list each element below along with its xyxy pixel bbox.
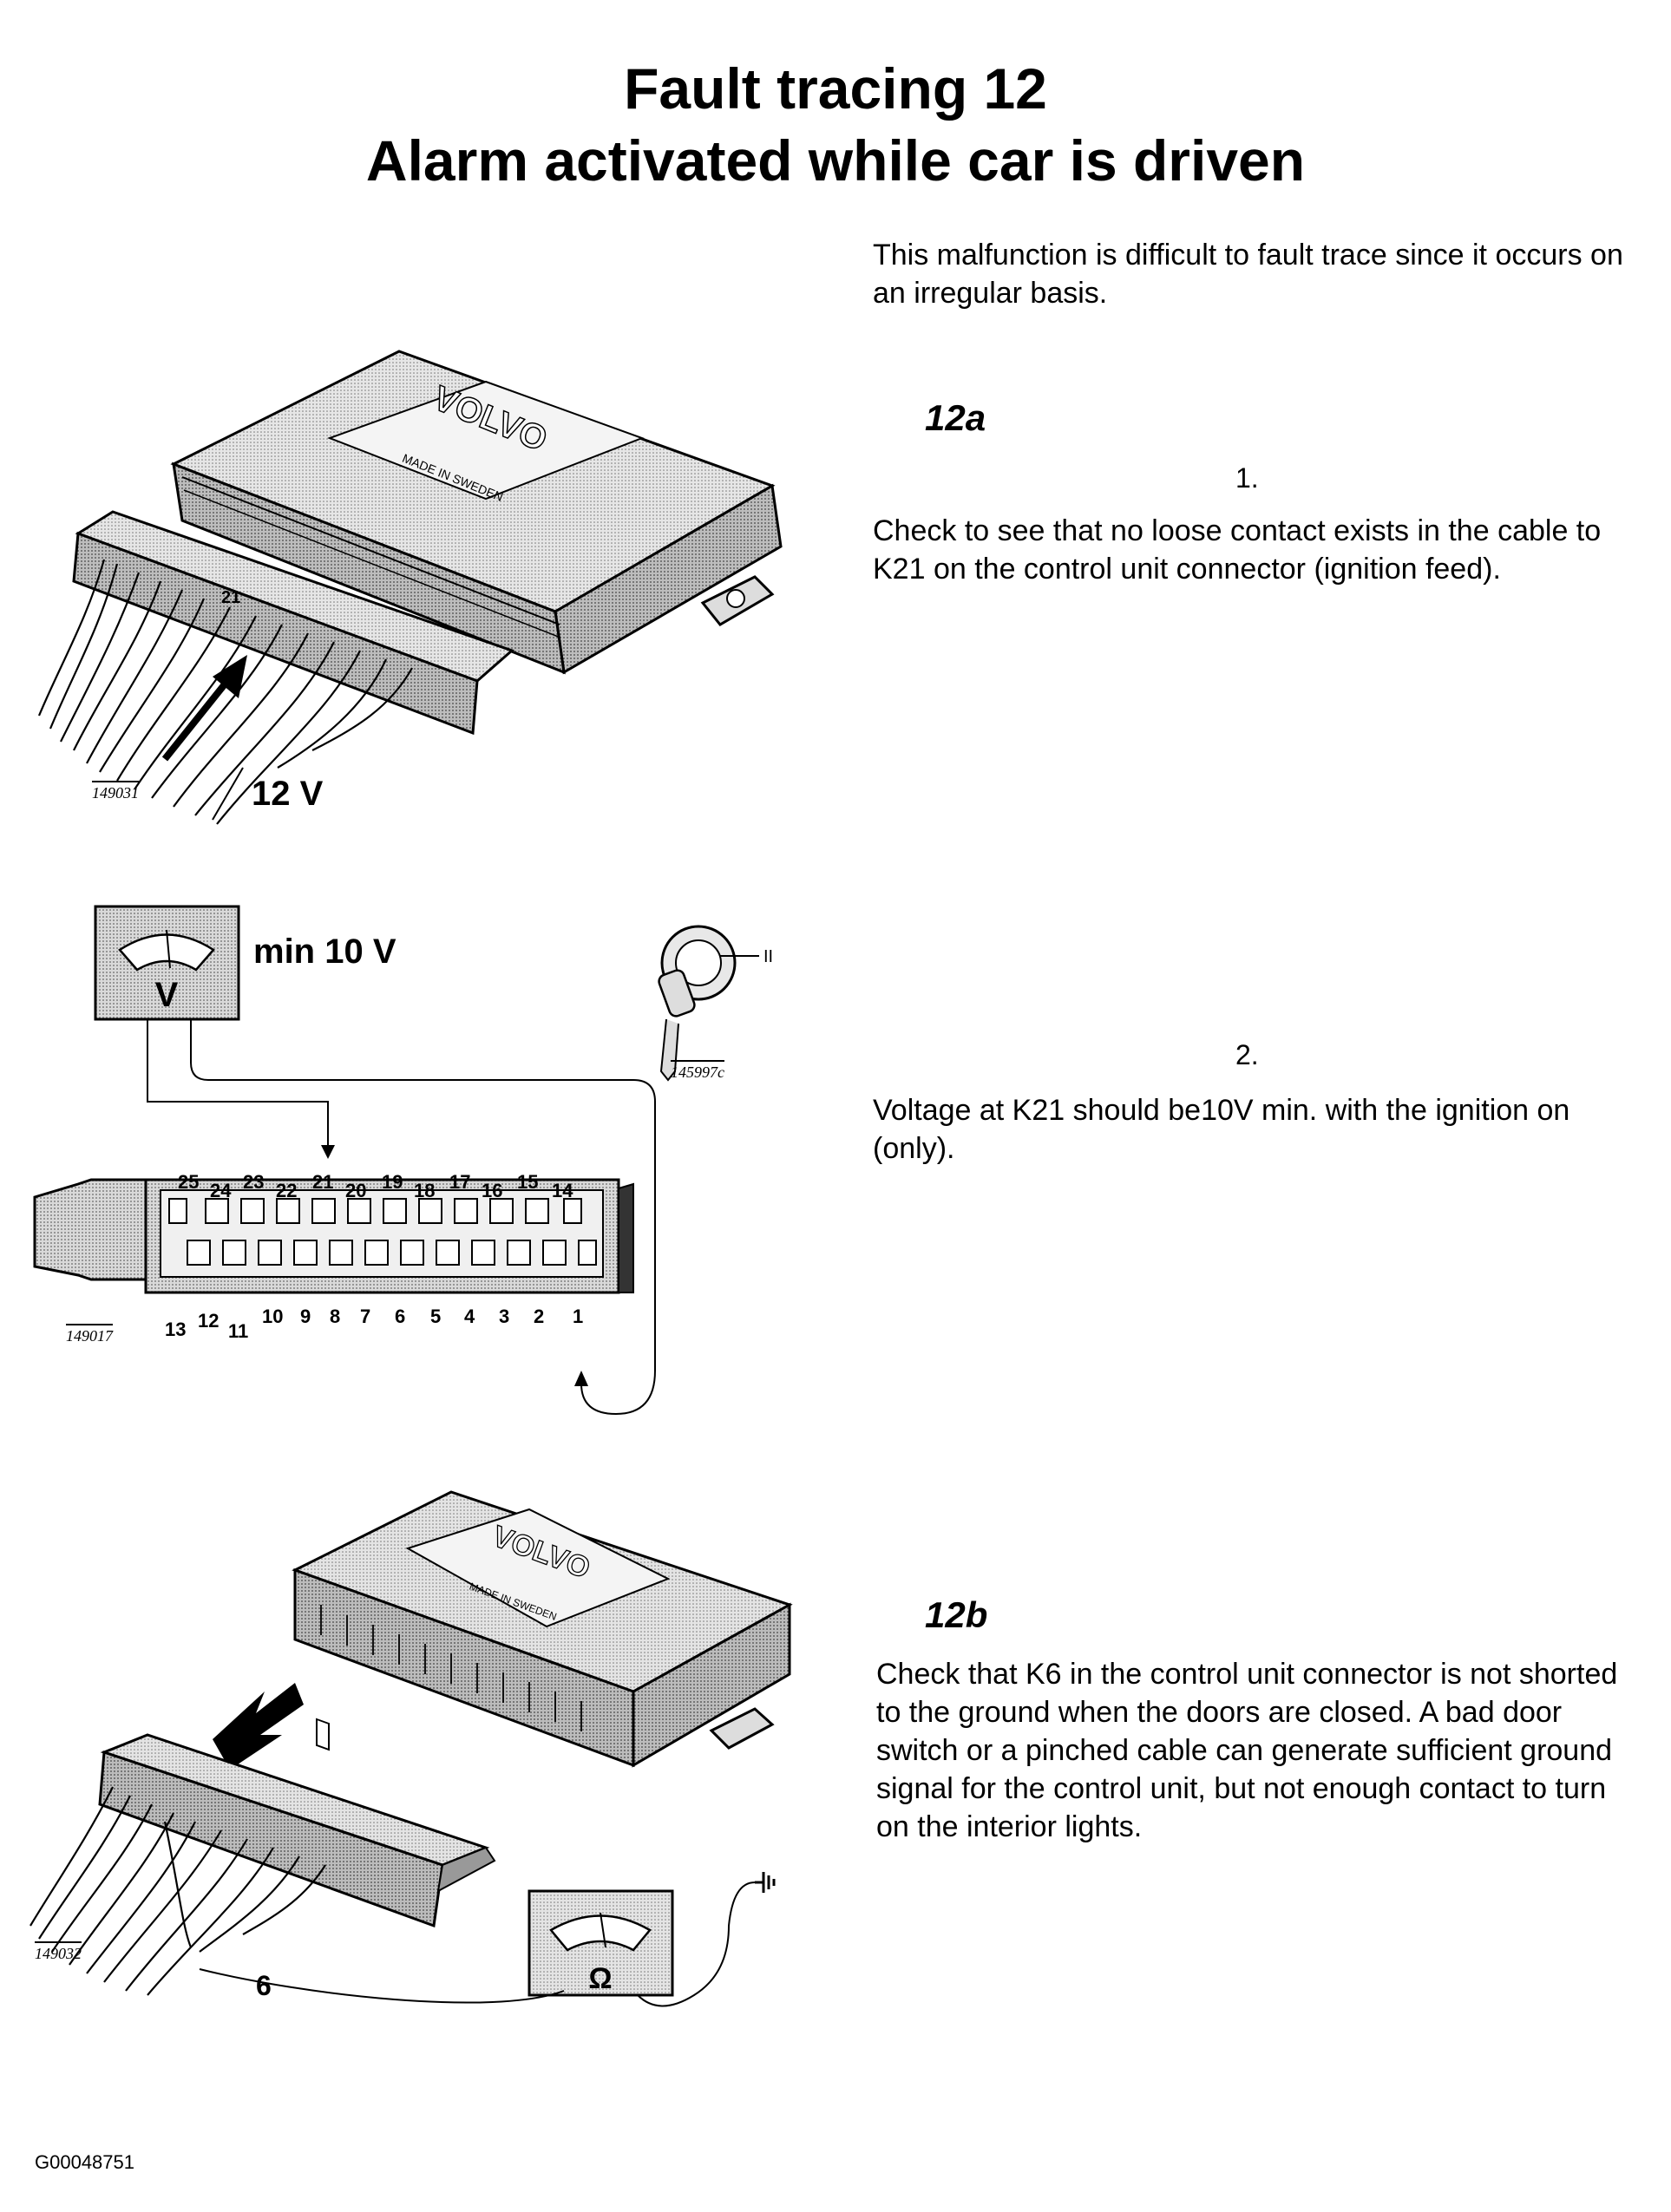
pin-16: 16 bbox=[482, 1180, 502, 1201]
footer-code: G00048751 bbox=[35, 2151, 134, 2173]
ground-symbol-icon bbox=[755, 1872, 776, 1893]
pin-21-label: 21 bbox=[221, 588, 240, 607]
pin-6: 6 bbox=[395, 1306, 405, 1327]
figure-control-unit-k21: VOLVO MADE IN SWEDEN 21 bbox=[37, 350, 783, 825]
section-12a-heading: 12a bbox=[925, 397, 986, 438]
figure-connector-code: 149017 bbox=[66, 1324, 113, 1345]
pin-8: 8 bbox=[330, 1306, 340, 1327]
pin-19: 19 bbox=[382, 1171, 403, 1193]
ohmmeter-symbol: Ω bbox=[588, 1962, 612, 1995]
pin-17: 17 bbox=[449, 1171, 470, 1193]
pin-23: 23 bbox=[243, 1171, 264, 1193]
voltmeter-symbol: V bbox=[155, 976, 179, 1014]
pin-21: 21 bbox=[312, 1171, 333, 1193]
pin-14: 14 bbox=[552, 1180, 573, 1201]
pin-1: 1 bbox=[573, 1306, 583, 1327]
step-2-text: Voltage at K21 should be10V min. with th… bbox=[873, 1094, 1570, 1165]
pin-2: 2 bbox=[534, 1306, 544, 1327]
page-title: Fault tracing 12 bbox=[624, 56, 1047, 121]
page-subtitle: Alarm activated while car is driven bbox=[365, 128, 1306, 193]
pin-15: 15 bbox=[517, 1171, 538, 1193]
pin-12: 12 bbox=[198, 1310, 219, 1332]
pin-5: 5 bbox=[430, 1306, 441, 1327]
pin-4: 4 bbox=[464, 1306, 475, 1327]
pin-11: 11 bbox=[228, 1320, 248, 1342]
pin-9: 9 bbox=[300, 1306, 311, 1327]
section-12b-heading: 12b bbox=[925, 1594, 988, 1635]
pin-7: 7 bbox=[360, 1306, 370, 1327]
figure-3-code: 149032 bbox=[35, 1941, 82, 1963]
pin-10: 10 bbox=[262, 1306, 283, 1327]
pin-22: 22 bbox=[276, 1180, 297, 1201]
figure-voltmeter-connector: V II 25 24 23 22 21 20 19 18 17 16 15 bbox=[33, 905, 773, 1416]
figure-ohmmeter-k6: VOLVO MADE IN SWEDEN Ω 6 bbox=[29, 1490, 793, 2007]
step-2-number: 2. bbox=[1235, 1039, 1259, 1070]
pin-24: 24 bbox=[210, 1180, 232, 1201]
section-12b-text: Check that K6 in the control unit connec… bbox=[876, 1658, 1618, 1843]
figure-switch-code: 145997c bbox=[671, 1060, 724, 1082]
min-10v-label: min 10 V bbox=[253, 933, 396, 971]
pin-18: 18 bbox=[414, 1180, 435, 1201]
step-1-number: 1. bbox=[1235, 462, 1259, 494]
pin-25: 25 bbox=[178, 1171, 199, 1193]
voltage-12v-label: 12 V bbox=[252, 775, 324, 813]
ignition-position-label: II bbox=[763, 947, 773, 966]
pin-3: 3 bbox=[499, 1306, 509, 1327]
pin-13: 13 bbox=[165, 1319, 186, 1340]
intro-text: This malfunction is difficult to fault t… bbox=[873, 239, 1623, 310]
step-1-text: Check to see that no loose contact exist… bbox=[873, 514, 1602, 586]
ignition-key-icon bbox=[658, 925, 759, 1082]
pin-6-label: 6 bbox=[256, 1970, 272, 2001]
pin-20: 20 bbox=[345, 1180, 366, 1201]
figure-1-code: 149031 bbox=[92, 781, 139, 802]
